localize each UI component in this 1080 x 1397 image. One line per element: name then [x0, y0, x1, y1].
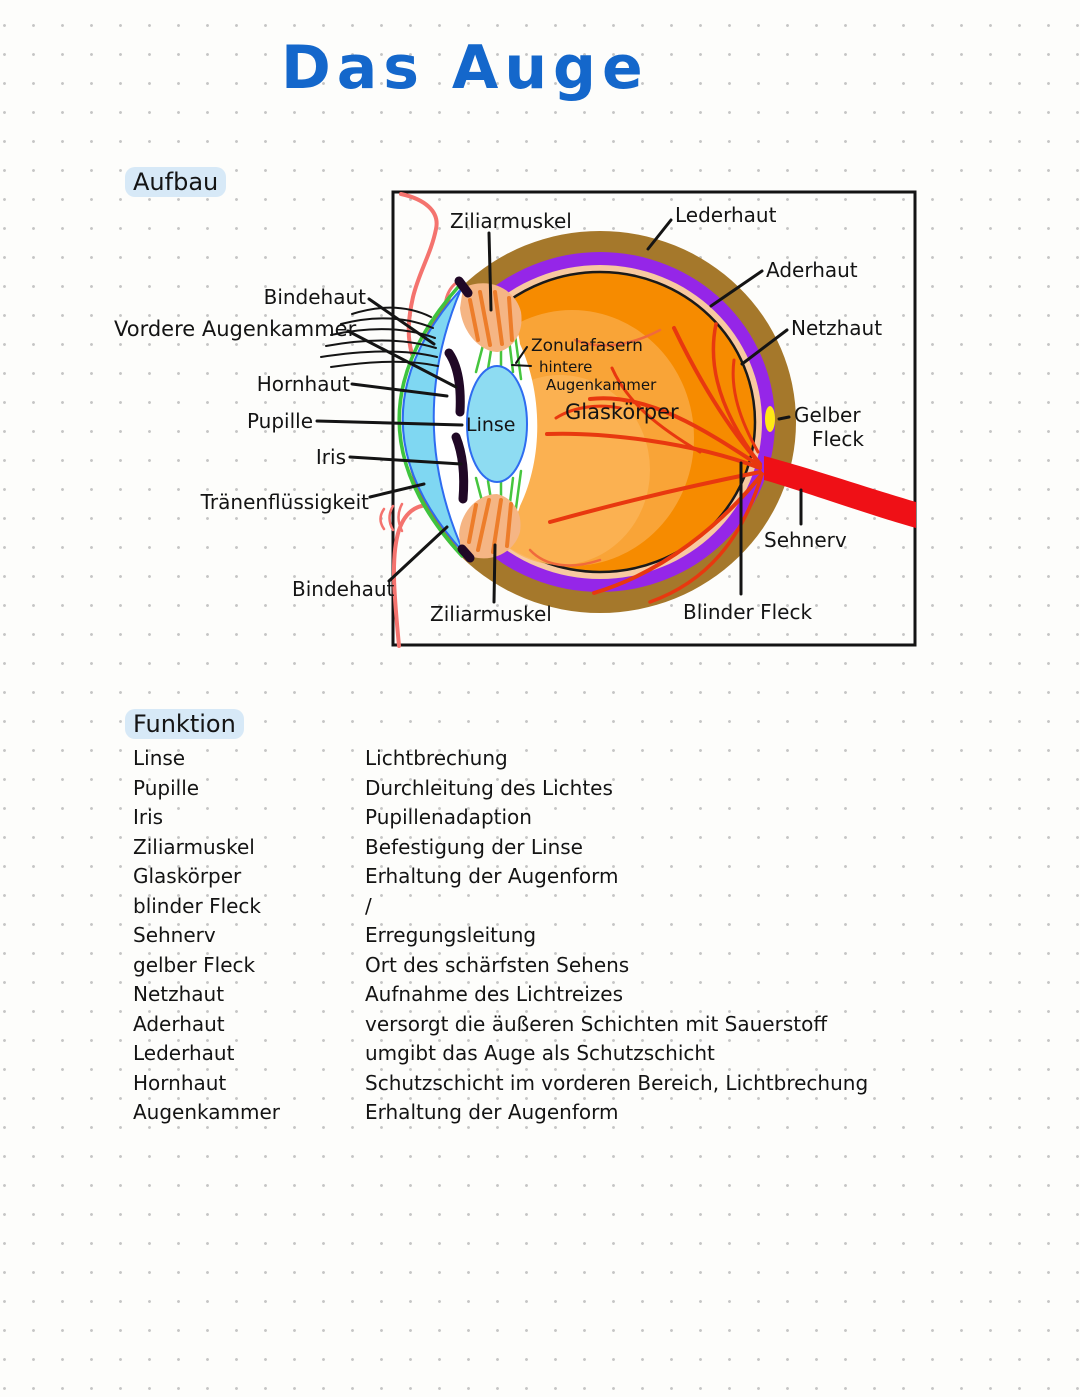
table-row: Lederhaut umgibt das Auge als Schutzschic… — [133, 1039, 973, 1069]
table-function: umgibt das Auge als Schutzschicht — [365, 1041, 715, 1065]
label-aderhaut: Aderhaut — [766, 258, 858, 282]
table-row: Augenkammer Erhaltung der Augenform — [133, 1098, 973, 1128]
table-term: Ziliarmuskel — [133, 834, 255, 859]
table-function: Aufnahme des Lichtreizes — [365, 982, 624, 1006]
table-function: Pupillenadaption — [365, 805, 532, 829]
aufbau-heading-text: Aufbau — [125, 167, 227, 197]
label-ziliarmuskel-top: Ziliarmuskel — [450, 209, 572, 233]
table-function: Schutzschicht im vorderen Bereich, Licht… — [365, 1070, 869, 1095]
label-glaskoerper: Glaskörper — [565, 400, 679, 424]
table-function: Erhaltung der Augenform — [365, 1100, 619, 1124]
label-zonulafasern: Zonulafasern — [531, 336, 643, 356]
lens-linse-shape — [466, 365, 528, 483]
table-function: Erregungsleitung — [365, 923, 537, 947]
table-term: Pupille — [133, 775, 200, 800]
label-linse: Linse — [466, 414, 516, 436]
table-term: Hornhaut — [133, 1070, 227, 1095]
funktion-heading: Funktion — [125, 709, 244, 739]
table-function: / — [365, 893, 372, 918]
label-hintere-augenkammer-line2: Augenkammer — [546, 376, 657, 394]
table-row: Netzhaut Aufnahme des Lichtreizes — [133, 980, 973, 1010]
eye-diagram: Ziliarmuskel Lederhaut Aderhaut Netzhaut… — [114, 190, 917, 648]
macula-gelber-fleck-spot — [765, 406, 775, 432]
aufbau-heading: Aufbau — [125, 167, 227, 197]
table-row: Aderhaut versorgt die äußeren Schichten m… — [133, 1010, 973, 1040]
optic-nerve-shape — [764, 456, 916, 528]
ciliary-muscle-bottom — [459, 494, 521, 559]
label-gelber-fleck-line2: Fleck — [812, 427, 864, 451]
table-term: gelber Fleck — [133, 952, 256, 977]
function-table: Linse Lichtbrechung Pupille Durchleitung d… — [133, 744, 973, 1128]
table-function: Befestigung der Linse — [365, 834, 583, 859]
diagram-frame — [391, 190, 917, 647]
table-row: Iris Pupillenadaption — [133, 803, 973, 833]
table-term: Iris — [133, 805, 164, 829]
retinal-vessels — [528, 322, 764, 604]
table-term: Netzhaut — [133, 982, 225, 1006]
table-row: Hornhaut Schutzschicht im vorderen Bereic… — [133, 1069, 973, 1099]
iris-shape — [444, 276, 475, 563]
label-netzhaut: Netzhaut — [791, 316, 882, 340]
table-term: Augenkammer — [133, 1100, 281, 1124]
label-traenenfluessigkeit: Tränenflüssigkeit — [200, 490, 370, 514]
funktion-heading-text: Funktion — [125, 709, 244, 739]
table-row: Sehnerv Erregungsleitung — [133, 921, 973, 951]
table-row: gelber Fleck Ort des schärfsten Sehens — [133, 951, 973, 981]
label-bindehaut-top: Bindehaut — [264, 285, 367, 309]
label-sehnerv: Sehnerv — [764, 528, 847, 552]
table-term: Glaskörper — [133, 864, 242, 888]
table-term: Linse — [133, 746, 186, 770]
table-row: Ziliarmuskel Befestigung der Linse — [133, 833, 973, 863]
table-term: Lederhaut — [133, 1041, 235, 1065]
table-function: Durchleitung des Lichtes — [365, 775, 613, 800]
conjunctiva-hatch-lines — [320, 306, 439, 368]
table-row: Glaskörper Erhaltung der Augenform — [133, 862, 973, 892]
table-function: Lichtbrechung — [365, 746, 508, 770]
table-function: versorgt die äußeren Schichten mit Sauer… — [365, 1011, 828, 1036]
table-row: Pupille Durchleitung des Lichtes — [133, 774, 973, 804]
label-lederhaut: Lederhaut — [675, 203, 777, 227]
table-row: blinder Fleck / — [133, 892, 973, 922]
label-blinder-fleck: Blinder Fleck — [683, 600, 812, 624]
label-hornhaut: Hornhaut — [257, 372, 350, 396]
page-title: Das Auge — [281, 33, 649, 103]
label-pupille: Pupille — [247, 409, 313, 433]
label-vordere-augenkammer: Vordere Augenkammer — [114, 317, 357, 341]
table-term: Sehnerv — [133, 923, 216, 947]
conjunctiva-green-line — [397, 284, 464, 558]
ciliary-muscle-top — [460, 283, 522, 352]
label-hintere-augenkammer-line1: hintere — [539, 358, 592, 376]
table-function: Ort des schärfsten Sehens — [365, 952, 630, 977]
table-function: Erhaltung der Augenform — [365, 864, 619, 888]
label-iris: Iris — [316, 445, 346, 469]
label-bindehaut-bottom: Bindehaut — [292, 577, 395, 601]
label-pointer-lines — [315, 218, 803, 604]
table-row: Linse Lichtbrechung — [133, 744, 973, 774]
label-gelber-fleck-line1: Gelber — [794, 403, 861, 427]
table-term: blinder Fleck — [133, 893, 262, 918]
table-term: Aderhaut — [133, 1011, 225, 1036]
label-ziliarmuskel-bottom: Ziliarmuskel — [430, 602, 552, 626]
